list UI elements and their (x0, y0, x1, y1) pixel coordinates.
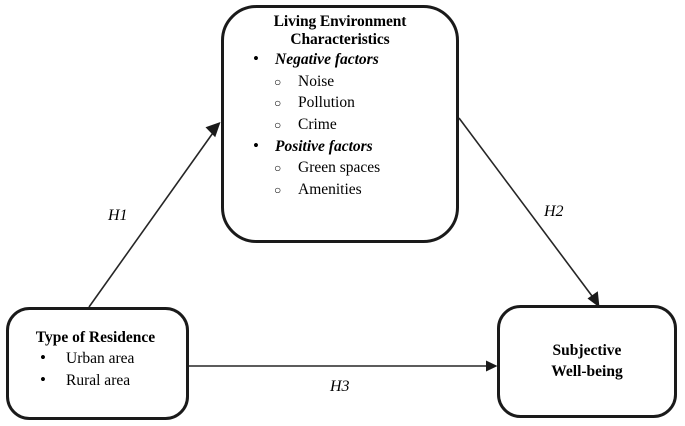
edge-label-h1: H1 (108, 207, 128, 224)
living-environment-title: Living Environment Characteristics (231, 13, 449, 48)
list-item-label: Noise (298, 72, 335, 90)
circle-bullet-icon: ○ (274, 161, 282, 176)
living-environment-title-line-1: Living Environment (273, 13, 407, 30)
subjective-wellbeing-box-shape (497, 305, 677, 418)
list-item: ○ Pollution (231, 92, 449, 113)
list-item-label: Pollution (298, 94, 355, 112)
factor-group-negative-label: Negative factors (275, 51, 379, 69)
living-environment-box-shape (221, 5, 459, 243)
negative-factor-items: ○ Noise ○ Pollution ○ Crime (231, 71, 449, 135)
subjective-wellbeing-title-line-2: Well-being (551, 362, 623, 380)
bullet-dot-icon: • (253, 135, 259, 155)
residence-list: • Urban area • Rural area (14, 348, 181, 392)
edge-h1-arrowhead (205, 122, 221, 138)
circle-bullet-icon: ○ (274, 117, 282, 132)
positive-factor-items: ○ Green spaces ○ Amenities (231, 157, 449, 200)
type-of-residence-title: Type of Residence (35, 329, 156, 346)
node-living-environment: Living Environment Characteristics • Neg… (221, 5, 459, 243)
circle-bullet-icon: ○ (274, 182, 282, 197)
edge-h3-arrowhead (486, 360, 498, 372)
list-item-label: Crime (298, 115, 337, 133)
factor-group-positive-label: Positive factors (275, 137, 373, 155)
list-item-label: Urban area (66, 349, 135, 367)
subjective-wellbeing-title: Subjective Well-being (551, 341, 622, 381)
factor-group-positive: • Positive factors ○ Green spaces ○ Amen… (231, 137, 449, 200)
bullet-dot-icon: • (253, 49, 259, 69)
list-item: • Rural area (14, 370, 181, 392)
list-item: ○ Green spaces (231, 157, 449, 178)
list-item-label: Amenities (298, 180, 362, 198)
edge-label-h3: H3 (330, 378, 350, 395)
factor-list: • Negative factors ○ Noise ○ Pollution ○… (231, 50, 449, 200)
edge-h2-line (458, 117, 596, 301)
edge-h2-arrowhead (587, 291, 600, 308)
bullet-dot-icon: • (40, 347, 46, 367)
list-item-label: Green spaces (298, 159, 381, 177)
list-item: • Urban area (14, 348, 181, 370)
factor-group-positive-header: • Positive factors (231, 137, 449, 157)
list-item: ○ Noise (231, 71, 449, 92)
circle-bullet-icon: ○ (274, 96, 282, 111)
node-type-of-residence: Type of Residence • Urban area • Rural a… (6, 307, 189, 420)
edge-h1-line (88, 129, 216, 308)
subjective-wellbeing-title-line-1: Subjective (552, 342, 622, 360)
list-item-label: Rural area (66, 371, 131, 389)
living-environment-title-line-2: Characteristics (290, 30, 390, 48)
list-item: ○ Amenities (231, 179, 449, 200)
node-subjective-wellbeing: Subjective Well-being (497, 305, 677, 418)
circle-bullet-icon: ○ (274, 74, 282, 89)
bullet-dot-icon: • (40, 369, 46, 389)
type-of-residence-box-shape (6, 307, 189, 420)
list-item: ○ Crime (231, 114, 449, 135)
edge-label-h2: H2 (544, 203, 564, 220)
factor-group-negative-header: • Negative factors (231, 50, 449, 70)
factor-group-negative: • Negative factors ○ Noise ○ Pollution ○… (231, 50, 449, 135)
